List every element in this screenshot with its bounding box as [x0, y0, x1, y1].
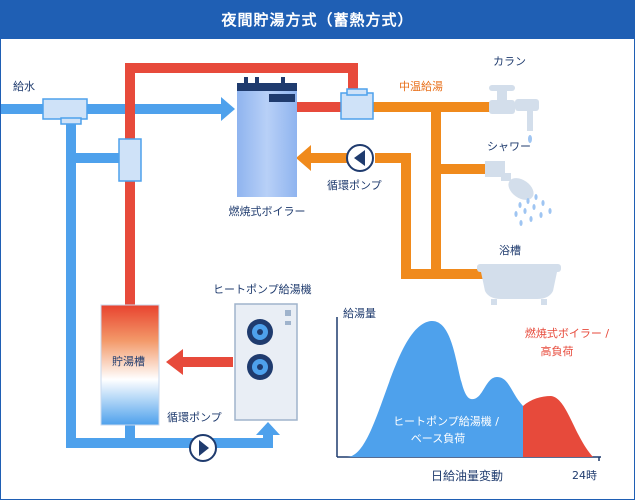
pipe-fittings — [42, 88, 374, 182]
heat-pump-label: ヒートポンプ給湯機 — [213, 283, 312, 296]
circulation-pump-bottom-label: 循環ポンプ — [167, 411, 222, 424]
mixing-valve-fitting — [118, 138, 142, 182]
circulation-pump-bottom — [189, 434, 217, 462]
boiler-outlet-fitting — [340, 92, 374, 120]
title-bar: 夜間貯湯方式（蓄熱方式） — [1, 1, 634, 39]
heat-pump-unit — [234, 303, 298, 421]
bathtub-label: 浴槽 — [499, 244, 521, 257]
chart-y-label: 給湯量 — [343, 307, 376, 320]
storage-tank — [100, 304, 160, 426]
oil-boiler — [237, 77, 297, 197]
storage-tank-label: 貯湯槽 — [112, 355, 145, 368]
faucet-icon — [489, 85, 539, 143]
chart-x-end-label: 24時 — [572, 469, 597, 482]
shower-icon — [485, 161, 552, 226]
hot-water-pipes — [125, 63, 358, 375]
supply-tee-fitting — [42, 98, 88, 120]
circulation-pump-top-label: 循環ポンプ — [327, 179, 382, 192]
load-chart — [336, 317, 601, 461]
page-title: 夜間貯湯方式（蓄熱方式） — [221, 11, 414, 29]
faucet-label: カラン — [493, 55, 526, 68]
peak-load-label-line2: 高負荷 — [540, 345, 574, 358]
base-load-area — [347, 320, 523, 457]
bathtub-icon — [477, 264, 561, 305]
peak-load-area — [523, 396, 593, 457]
water-supply-label: 給水 — [13, 80, 35, 93]
peak-load-label-line1: 燃焼式ボイラー / — [524, 327, 610, 340]
shower-label: シャワー — [487, 140, 531, 153]
oil-boiler-label: 燃焼式ボイラー — [228, 205, 306, 218]
circulation-pump-top — [346, 144, 374, 172]
medium-temp-pipes — [296, 102, 491, 279]
cold-water-pipes — [1, 97, 280, 448]
base-load-label-line2: ベース負荷 — [410, 432, 466, 445]
base-load-label-line1: ヒートポンプ給湯機 / — [393, 415, 499, 428]
medium-temp-supply-label: 中温給湯 — [399, 80, 443, 93]
chart-x-label: 日給油量変動 — [430, 469, 504, 483]
